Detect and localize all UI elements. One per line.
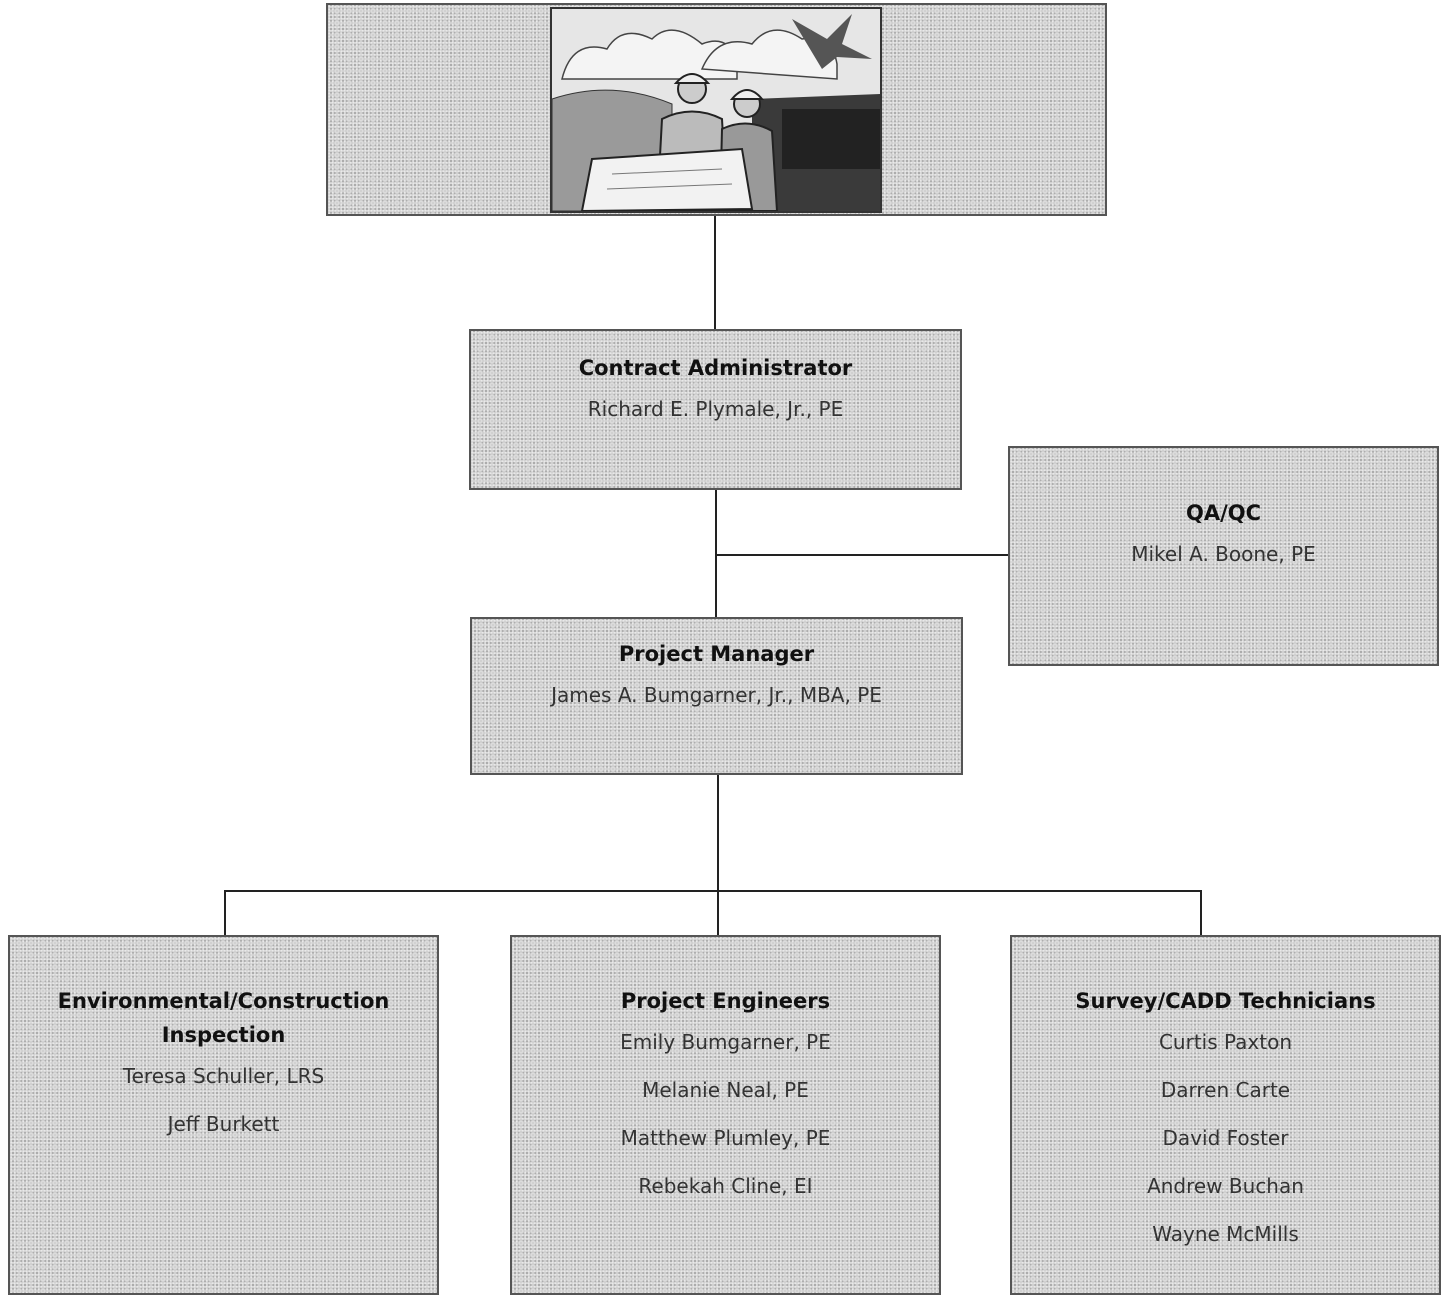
- environmental-inspection-title-line1: Environmental/Construction: [57, 989, 390, 1013]
- environmental-inspection-title-line2: Inspection: [161, 1023, 286, 1047]
- contract-administrator-name: Richard E. Plymale, Jr., PE: [587, 397, 844, 421]
- header-image-box: [326, 3, 1107, 216]
- connector-to-qaqc: [716, 554, 1008, 556]
- project-manager-box: Project Manager James A. Bumgarner, Jr.,…: [470, 617, 963, 775]
- survey-cadd-title: Survey/CADD Technicians: [1075, 989, 1376, 1013]
- environmental-inspection-member: Jeff Burkett: [167, 1112, 280, 1136]
- survey-cadd-member: Wayne McMills: [1152, 1222, 1299, 1246]
- contract-administrator-box: Contract Administrator Richard E. Plymal…: [469, 329, 962, 490]
- project-engineers-member: Melanie Neal, PE: [642, 1078, 809, 1102]
- project-engineers-member: Emily Bumgarner, PE: [620, 1030, 831, 1054]
- project-manager-name: James A. Bumgarner, Jr., MBA, PE: [551, 683, 882, 707]
- connector-contract-admin-to-project-manager: [715, 490, 717, 617]
- connector-header-to-contract-admin: [714, 215, 716, 329]
- qaqc-box: QA/QC Mikel A. Boone, PE: [1008, 446, 1439, 666]
- environmental-inspection-box: Environmental/Construction Inspection Te…: [8, 935, 439, 1295]
- environmental-inspection-member: Teresa Schuller, LRS: [122, 1064, 325, 1088]
- connector-horizontal-branch: [224, 890, 1202, 892]
- project-engineers-member: Rebekah Cline, EI: [638, 1174, 813, 1198]
- project-manager-title: Project Manager: [618, 642, 815, 666]
- survey-cadd-member: Darren Carte: [1160, 1078, 1291, 1102]
- connector-to-survey-cadd: [1200, 890, 1202, 935]
- engineers-illustration: [550, 7, 882, 213]
- qaqc-title: QA/QC: [1185, 501, 1262, 525]
- qaqc-name: Mikel A. Boone, PE: [1131, 542, 1316, 566]
- contract-administrator-title: Contract Administrator: [578, 356, 853, 380]
- connector-to-env-inspection: [224, 890, 226, 935]
- survey-cadd-member: Curtis Paxton: [1158, 1030, 1293, 1054]
- survey-cadd-member: David Foster: [1162, 1126, 1289, 1150]
- project-engineers-title: Project Engineers: [620, 989, 831, 1013]
- connector-to-project-engineers: [717, 890, 719, 935]
- survey-cadd-member: Andrew Buchan: [1147, 1174, 1304, 1198]
- connector-project-manager-down: [717, 775, 719, 892]
- survey-cadd-box: Survey/CADD Technicians Curtis Paxton Da…: [1010, 935, 1441, 1295]
- project-engineers-member: Matthew Plumley, PE: [620, 1126, 831, 1150]
- project-engineers-box: Project Engineers Emily Bumgarner, PE Me…: [510, 935, 941, 1295]
